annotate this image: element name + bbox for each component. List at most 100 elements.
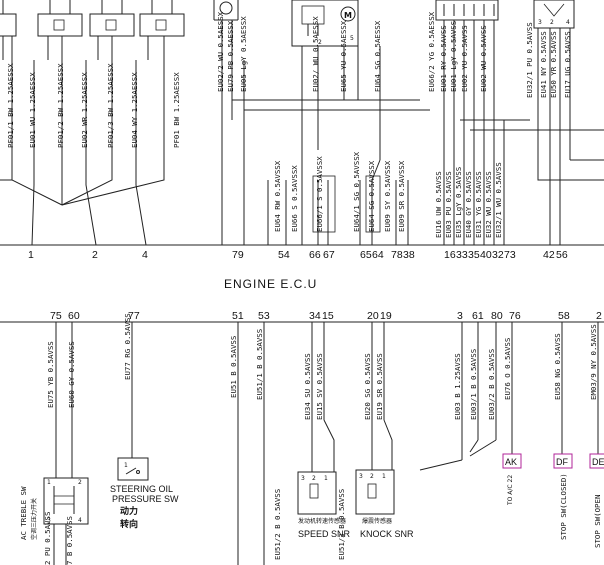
wire-label: EU40 GY 0.5AVSS	[464, 171, 473, 238]
wire-label: EU79 PB 0.5AESSX	[226, 20, 235, 92]
wire-label: EU58 NG 0.5AVSS	[553, 333, 562, 400]
pin-number: 15	[322, 310, 334, 322]
wire-label: EU04 WY 1.25AESSX	[130, 72, 139, 148]
wire-label: PF01/3 BW 1.25AESSX	[106, 63, 115, 148]
knock-sensor: 3 2 1 爆震传感器 KNOCK SNR	[355, 469, 414, 539]
shielded-wires: EU64 RW 0.5AVSSX EU66 S 0.5AVSSX EU66/1 …	[267, 46, 409, 245]
right-connector	[435, 0, 499, 21]
sensor-pin: 3	[301, 475, 305, 482]
pin-number: 38	[403, 249, 415, 261]
connector-pin: 3	[538, 19, 542, 26]
wire-label: PF01/1 BW 1.25AESSX	[6, 63, 15, 148]
wire-label: 2 PU 0.5AVSS	[43, 512, 52, 565]
ac-switch-wires: EU75 YB 0.5AVSS EU60 GY 0.5AVSS	[46, 322, 76, 480]
ac-pin: 1	[47, 479, 51, 486]
pin-number: 78	[391, 249, 403, 261]
connector-pin: 2	[550, 19, 554, 26]
wire-label: EU77 RG 0.5AVSS	[123, 313, 132, 380]
wire-label: EU32/1 PU 0.5AVSS	[525, 22, 534, 98]
wire-label: PF01 BW 1.25AESSX	[172, 72, 181, 148]
pin-number: 79	[232, 249, 244, 261]
sensor-pin: 1	[382, 473, 386, 480]
centre-wires	[221, 20, 430, 245]
switch-pin: 1	[124, 462, 128, 469]
pin-number: 51	[232, 310, 244, 322]
wire-label: EU51 B 0.5AVSS	[229, 336, 238, 398]
ac-treble-switch: 1 2 3 4	[43, 477, 89, 565]
pin-number: 80	[491, 310, 503, 322]
pin-number: 75	[50, 310, 62, 322]
steering-switch-label-1: STEERING OIL	[110, 484, 173, 494]
pin-number: 73	[504, 249, 516, 261]
wire-label: EU51/3 B 0.5AVSS	[337, 489, 346, 560]
connector-pin: 4	[566, 19, 570, 26]
pin-number: 20	[367, 310, 379, 322]
bottom-pin-numbers: 75 60 77 51 53 34 15 20 19 3 61 80 76 58…	[50, 310, 602, 322]
ground-bus: EU03 B 1.25AVSS EU03/1 B 0.5AVSS EU03/2 …	[419, 322, 497, 471]
sensor-pin: 2	[370, 473, 374, 480]
pin-number: 53	[258, 310, 270, 322]
df-marker-label: DF	[556, 457, 568, 467]
wire-label: EU01 WU 1.25AESSX	[28, 72, 37, 148]
wire-label: EU34 SU 0.5AVSS	[303, 353, 312, 420]
wire-label: EU02 WR 1.25AESSX	[80, 72, 89, 148]
pin-number: 40	[480, 249, 492, 261]
pin-number: 35	[468, 249, 480, 261]
wire-label: EU41 NY 0.5AVSS	[539, 31, 548, 98]
steering-cn-label-2: 转向	[120, 518, 138, 529]
wire-label: EU01 RY 0.5AVSS	[439, 25, 448, 92]
pin-number: 42	[543, 249, 555, 261]
stop-closed-wire: EU58 NG 0.5AVSS DF STOP SW(CLOSED)	[553, 322, 573, 540]
wire-label: EU66 S 0.5AVSSX	[290, 165, 299, 232]
wire-label: EU32/1 WU 0.5AVSS	[494, 162, 503, 238]
pin-number: 76	[509, 310, 521, 322]
wire-label: EU09 SR 0.5AVSSX	[397, 160, 406, 232]
wire-label: EU02/2 WU 0.5AESSX	[216, 11, 225, 92]
pin-number: 77	[128, 310, 140, 322]
pin-number: 65	[360, 249, 372, 261]
wire-label: EU19 SR 0.5AVSS	[375, 353, 384, 420]
pin-number: 32	[492, 249, 504, 261]
pin-number: 2	[92, 249, 98, 261]
ac-pin: 4	[78, 517, 82, 524]
pin-number: 56	[556, 249, 568, 261]
wire-label: EU17 UG 0.5AVSS	[563, 31, 572, 98]
injector-relay-1	[0, 0, 17, 60]
wire-label: EU76 O 0.5AVSS	[503, 338, 512, 400]
de-marker	[589, 453, 604, 469]
pin-number: 16	[444, 249, 456, 261]
pin-number: 4	[142, 249, 148, 261]
wire-label: EU02 YU 0.5AVSS	[460, 25, 469, 92]
pin-number: 34	[309, 310, 321, 322]
idle-sensor	[213, 0, 239, 21]
pin-number: 33	[456, 249, 468, 261]
pin-number: 66	[309, 249, 321, 261]
pin-number: 19	[380, 310, 392, 322]
right-group-wires: EU01 RY 0.5AVSS EU01 LgY 0.5AVSS EU02 YU…	[434, 20, 604, 245]
wire-label: EU51/2 B 0.5AVSS	[273, 489, 282, 560]
knock-sensor-wires: EU20 SG 0.5AVSS EU19 SR 0.5AVSS	[363, 322, 393, 470]
injector-wires	[0, 36, 165, 246]
speed-sensor-cn-label: 发动机转速传感器	[298, 517, 346, 525]
steering-oil-pressure-switch: EU77 RG 0.5AVSS 1 STEERING OIL PRESSURE …	[110, 313, 179, 529]
wire-label: EU75 YB 0.5AVSS	[46, 341, 55, 408]
steering-switch-label-2: PRESSURE SW	[112, 494, 179, 504]
wire-label: EM03/9 NY 0.5AVSS	[589, 324, 598, 400]
wire-label: EU64 SG 0.5AESSX	[373, 20, 382, 92]
speed-sensor: 3 2 1 发动机转速传感器 SPEED SNR	[297, 471, 351, 539]
ac-pin: 2	[78, 479, 82, 486]
wire-label: EU64/1 SG 0.5AVSSX	[352, 151, 361, 232]
main-relay: M 2 5	[291, 0, 359, 47]
wire-label: EU02/ WU 0.5AESSX	[311, 16, 320, 92]
pin-number: 2	[596, 310, 602, 322]
wire-label: EU16 UW 0.5AVSS	[434, 171, 443, 238]
wire-label: EU66/1 S 0.5AVSSX	[315, 156, 324, 232]
wire-label: EU32 WU 0.5AVSS	[484, 171, 493, 238]
wire-label: EU01 LgY 0.5AVSS	[449, 21, 458, 92]
wire-label: EU15 SV 0.5AVSS	[315, 353, 324, 420]
ecu-title: ENGINE E.C.U	[224, 277, 317, 291]
wire-label: EU03/1 B 0.5AVSS	[469, 349, 478, 420]
sensor-pin: 2	[312, 475, 316, 482]
pin-number: 60	[68, 310, 80, 322]
